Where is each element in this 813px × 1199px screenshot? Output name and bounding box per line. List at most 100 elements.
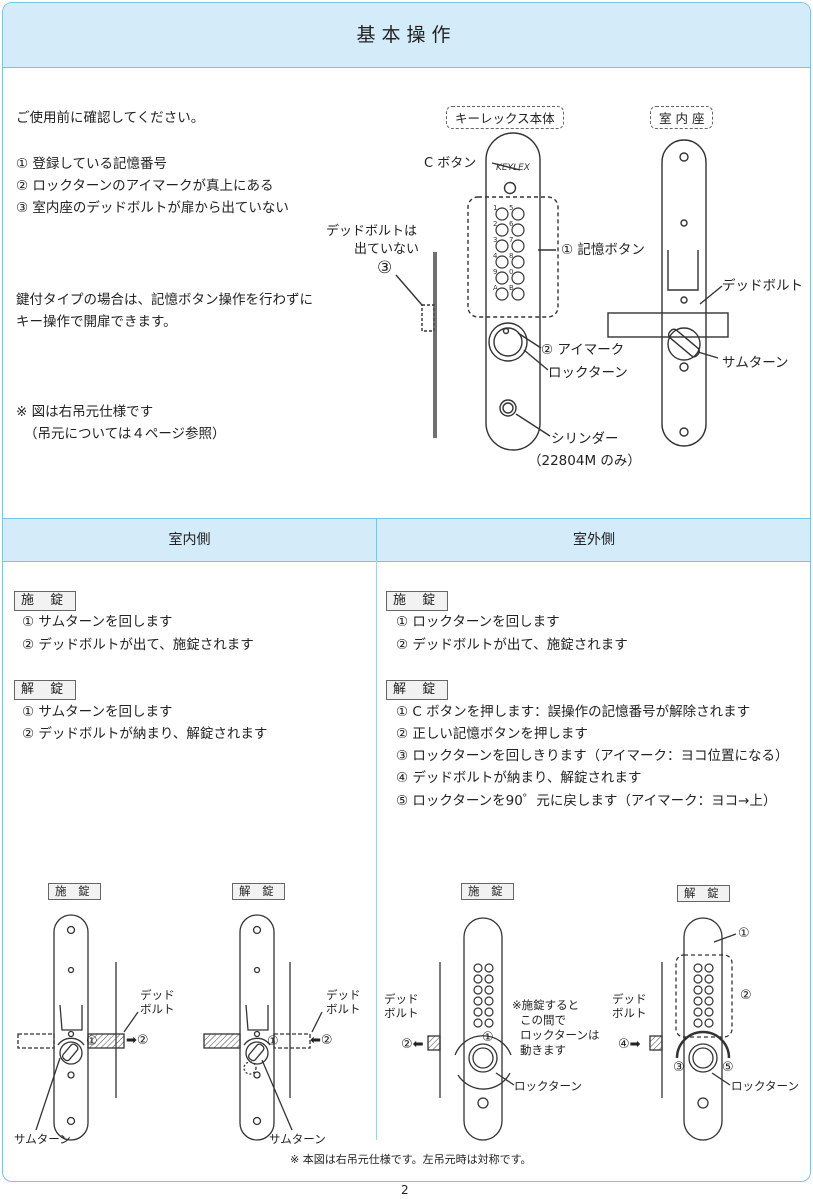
key-label-1: 1 — [493, 204, 497, 212]
d2-arrow: ⬅② — [310, 1033, 333, 1048]
d2-deadbolt-1: デッド — [326, 988, 361, 1002]
d4-circled-1: ① — [738, 926, 750, 941]
indoor-header: 室内側 — [168, 532, 211, 548]
key-button-A[interactable] — [473, 1018, 483, 1028]
key-button-7[interactable] — [484, 985, 494, 995]
key-label-B: B — [509, 284, 514, 292]
d3-note-4: 動きます — [520, 1043, 566, 1057]
outdoor-lock-step-1: ① ロックターンを回します — [396, 614, 560, 630]
key-button-2[interactable] — [473, 974, 483, 984]
key-button-2[interactable] — [495, 223, 509, 237]
outdoor-unlock-step-5: ⑤ ロックターンを90゜元に戻します（アイマーク：ヨコ→上） — [396, 793, 777, 809]
outdoor-unlock-step-3: ③ ロックターンを回しきります（アイマーク：ヨコ位置になる） — [396, 748, 789, 764]
key-button-0[interactable] — [511, 271, 525, 285]
key-button-3[interactable] — [473, 985, 483, 995]
c-button-label: C ボタン — [424, 156, 477, 171]
bottom-unlock-label-2: 解 錠 — [677, 885, 730, 902]
d1-deadbolt-1: デッド — [140, 988, 175, 1002]
key-button-3[interactable] — [495, 239, 509, 253]
key-label-7: 7 — [509, 236, 513, 244]
d3-note-2: この間で — [520, 1013, 566, 1027]
key-button-7[interactable] — [704, 985, 714, 995]
outdoor-lock-step-2: ② デッドボルトが出て、施錠されます — [396, 637, 628, 653]
d3-note-3: ロックターンは — [520, 1028, 600, 1042]
key-button-4[interactable] — [693, 996, 703, 1006]
key-label-A: A — [493, 284, 498, 292]
key-button-9[interactable] — [473, 1007, 483, 1017]
d3-deadbolt-2: ボルト — [384, 1006, 419, 1020]
main-unit-label: キーレックス本体 — [446, 106, 564, 129]
key-button-5[interactable] — [511, 207, 525, 221]
key-button-9[interactable] — [693, 1007, 703, 1017]
d3-note-1: ※施錠すると — [512, 998, 580, 1012]
deadbolt-label: デッドボルト — [722, 278, 803, 294]
key-button-A[interactable] — [693, 1018, 703, 1028]
indoor-unlock-title: 解 錠 — [14, 680, 77, 700]
key-button-6[interactable] — [704, 974, 714, 984]
indoor-lock-title: 施 錠 — [14, 591, 77, 611]
key-label-2: 2 — [493, 220, 497, 228]
key-button-0[interactable] — [484, 1007, 494, 1017]
key-button-B[interactable] — [511, 287, 525, 301]
key-button-4[interactable] — [495, 255, 509, 269]
key-button-1[interactable] — [495, 207, 509, 221]
d2-circled-1: ① — [267, 1034, 279, 1049]
key-button-6[interactable] — [511, 223, 525, 237]
deadbolt-not-out-2: 出ていない — [354, 242, 420, 257]
d2-deadbolt-2: ボルト — [326, 1002, 361, 1016]
key-button-4[interactable] — [473, 996, 483, 1006]
outdoor-lock-title: 施 錠 — [386, 591, 449, 611]
key-button-1[interactable] — [693, 963, 703, 973]
cylinder-label: シリンダー — [551, 431, 619, 447]
intro-lead: ご使用前に確認してください。 — [16, 110, 205, 126]
key-button-5[interactable] — [704, 963, 714, 973]
key-button-2[interactable] — [693, 974, 703, 984]
key-button-3[interactable] — [693, 985, 703, 995]
key-label-6: 6 — [509, 220, 514, 228]
outdoor-unlock-title: 解 錠 — [386, 680, 449, 700]
keypad-small-unlock — [693, 963, 714, 1028]
key-button-1[interactable] — [473, 963, 483, 973]
key-button-5[interactable] — [484, 963, 494, 973]
key-button-B[interactable] — [484, 1018, 494, 1028]
d2-thumb-turn: サムターン — [269, 1132, 326, 1146]
key-label-8: 8 — [509, 252, 513, 260]
key-button-8[interactable] — [704, 996, 714, 1006]
key-button-6[interactable] — [484, 974, 494, 984]
circled-3: ③ — [377, 258, 393, 278]
indoor-unlock-step-1: ① サムターンを回します — [22, 704, 173, 720]
page-frame: 基本操作 室内側 室外側 — [2, 2, 811, 1182]
key-button-0[interactable] — [704, 1007, 714, 1017]
memory-buttons-label: ① 記憶ボタン — [561, 242, 645, 258]
spec-note-2: （吊元については４ページ参照） — [24, 426, 226, 442]
bottom-lock-label-2: 施 錠 — [461, 883, 514, 900]
bottom-unlock-label-1: 解 錠 — [232, 883, 285, 900]
d1-arrow: ➡② — [126, 1033, 149, 1048]
d4-circled-5: ⑤ — [722, 1060, 734, 1075]
d3-arrow: ②⬅ — [401, 1037, 424, 1052]
inner-seat-label: 室 内 座 — [650, 106, 714, 129]
key-button-8[interactable] — [484, 996, 494, 1006]
indoor-header-band: 室内側 — [3, 518, 376, 562]
key-label-3: 3 — [493, 236, 497, 244]
key-button-9[interactable] — [495, 271, 509, 285]
key-button-B[interactable] — [704, 1018, 714, 1028]
outdoor-unlock-step-4: ④ デッドボルトが納まり、解錠されます — [396, 770, 642, 786]
key-button-7[interactable] — [511, 239, 525, 253]
key-button-A[interactable] — [495, 287, 509, 301]
d4-circled-2: ② — [740, 988, 752, 1003]
key-button-8[interactable] — [511, 255, 525, 269]
brand-logo: KEYLEX — [496, 163, 531, 173]
d3-circled-1: ① — [482, 1030, 494, 1045]
key-label-5: 5 — [509, 204, 513, 212]
page-number: 2 — [401, 1183, 409, 1197]
d3-deadbolt-1: デッド — [384, 992, 419, 1006]
d3-lock-turn: ロックターン — [514, 1079, 582, 1093]
indoor-lock-step-1: ① サムターンを回します — [22, 614, 173, 630]
d1-deadbolt-2: ボルト — [140, 1002, 175, 1016]
key-label-0: 0 — [509, 268, 513, 276]
indoor-unlock-step-2: ② デッドボルトが納まり、解錠されます — [22, 726, 268, 742]
